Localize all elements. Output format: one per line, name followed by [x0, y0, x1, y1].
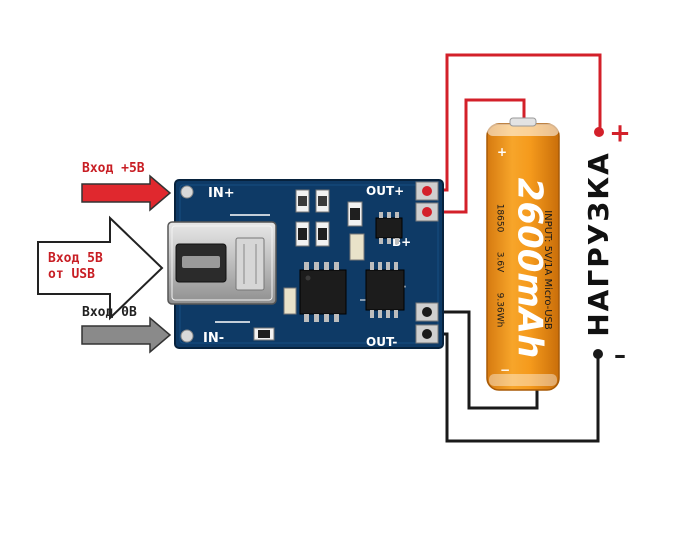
- arrow-input-usb: [37, 215, 164, 321]
- silk-in-plus: IN+: [208, 186, 235, 201]
- label-input-zero: Вход 0В: [82, 305, 137, 320]
- smd-led-1: [295, 189, 310, 213]
- smd-resistor-3: [315, 221, 330, 247]
- smd-capacitor-2: [283, 287, 297, 315]
- arrow-input-plus: [81, 174, 172, 212]
- battery-capacity: 2600mAh: [510, 178, 550, 359]
- charger-ic: [299, 262, 347, 322]
- battery-minus-mark: −: [500, 363, 510, 377]
- pad-b-minus: [415, 302, 439, 322]
- label-input-plus: Вход +5В: [82, 161, 145, 176]
- battery-energy: 9.36Wh: [495, 293, 505, 328]
- battery-voltage: 3.6V: [495, 252, 505, 273]
- load-plus-terminal: [594, 127, 604, 137]
- smd-capacitor-1: [349, 233, 365, 261]
- wire-b-plus-to-battery-plus: [430, 98, 526, 214]
- load-plus-sign: +: [609, 119, 631, 149]
- smd-resistor-1: [347, 201, 363, 227]
- smd-led-2: [315, 189, 330, 213]
- battery-input-spec: INPUT: 5V/1A Micro-USB: [542, 210, 553, 330]
- load-label: НАГРУЗКА: [582, 151, 615, 337]
- silk-out-minus: OUT-: [366, 335, 397, 349]
- battery-plus-mark: +: [497, 145, 507, 159]
- pad-out-minus: [415, 324, 439, 344]
- smd-resistor-4: [253, 327, 275, 341]
- smd-resistor-2: [295, 221, 310, 247]
- label-input-usb-line2: от USB: [48, 267, 95, 282]
- pad-out-plus: [415, 181, 439, 201]
- silk-out-plus: OUT+: [366, 184, 404, 198]
- battery-model: 18650: [495, 204, 505, 233]
- arrow-input-zero: [81, 316, 172, 354]
- label-input-usb-line1: Вход 5В: [48, 251, 103, 266]
- pad-b-plus: [415, 202, 439, 222]
- load-minus-sign: –: [614, 341, 626, 369]
- load-minus-terminal: [593, 349, 603, 359]
- mini-usb-connector: [167, 221, 277, 305]
- wire-b-minus-to-battery-minus: [430, 310, 539, 410]
- mosfet-ic: [365, 262, 405, 318]
- battery-18650: [486, 117, 560, 391]
- silk-in-minus: IN-: [203, 331, 224, 346]
- protection-ic: [375, 212, 403, 244]
